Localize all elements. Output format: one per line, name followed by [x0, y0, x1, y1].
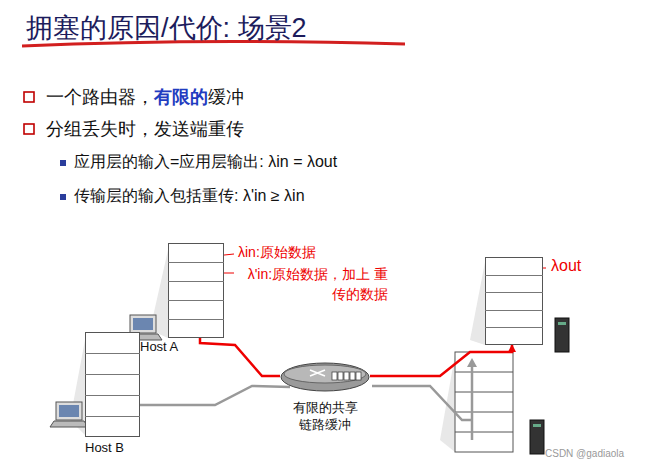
buffer-label: 有限的共享 链路缓冲	[285, 400, 365, 434]
layer-line	[168, 262, 224, 263]
bullet-text: 分组丢失时，发送端重传	[46, 117, 244, 141]
buffer-slot	[344, 372, 349, 380]
connector	[140, 386, 290, 405]
slide-title: 拥塞的原因/代价: 场景2	[26, 10, 307, 46]
stack-outline	[86, 333, 140, 437]
stack-outline	[486, 258, 543, 345]
router: 有限的共享 链路缓冲	[280, 362, 370, 392]
layer-line	[168, 281, 224, 282]
bullet-text: 一个路由器，	[46, 85, 154, 109]
stack-shape	[85, 332, 140, 437]
layer-line	[485, 310, 543, 311]
bullet-marker	[24, 92, 34, 134]
connector	[200, 338, 280, 376]
buffer-slot	[332, 372, 337, 380]
bullet-text: 缓冲	[208, 85, 244, 109]
arrow-head	[467, 358, 477, 367]
layer-line	[168, 319, 224, 320]
layer-line	[485, 275, 543, 276]
flow-label: λ'in:原始数据，加上 重传的数据	[238, 264, 388, 305]
stack-shape	[168, 243, 224, 338]
layer-line	[85, 416, 140, 417]
host-box: Host A	[168, 243, 224, 338]
router-body	[281, 363, 369, 391]
link-line	[372, 386, 472, 420]
watermark: CSDN @gadiaola	[545, 448, 624, 459]
buffer-slot	[350, 372, 355, 380]
host-label: λout	[551, 257, 581, 275]
sub-bullet-text: 应用层的输入=应用层输出: λin = λout	[74, 152, 337, 173]
host-label: Host A	[140, 339, 178, 354]
router-top	[284, 365, 366, 383]
buffer-slot	[356, 372, 361, 380]
host-box: λout	[485, 257, 543, 345]
host-stack	[455, 352, 513, 452]
router-arrows	[310, 370, 325, 376]
host-box: Host B	[85, 332, 140, 437]
stack-shape	[485, 257, 543, 345]
flow-line	[471, 364, 474, 440]
layer-line	[85, 353, 140, 354]
buffer-slot	[338, 372, 343, 380]
layer-line	[85, 374, 140, 375]
layer-line	[485, 292, 543, 293]
layer-line	[168, 300, 224, 301]
sub-bullet-text: 传输层的输入包括重传: λ'in ≥ λin	[74, 186, 305, 207]
connector	[370, 345, 512, 376]
router-shape	[280, 362, 370, 392]
bullet-text: 有限的	[154, 85, 208, 109]
host-label: Host B	[85, 440, 124, 455]
stack-outline	[169, 244, 224, 338]
shading	[70, 250, 485, 452]
layer-line	[485, 327, 543, 328]
sub-bullet-marker	[60, 160, 66, 200]
flow-label: λin:原始数据	[238, 244, 316, 262]
layer-line	[85, 395, 140, 396]
